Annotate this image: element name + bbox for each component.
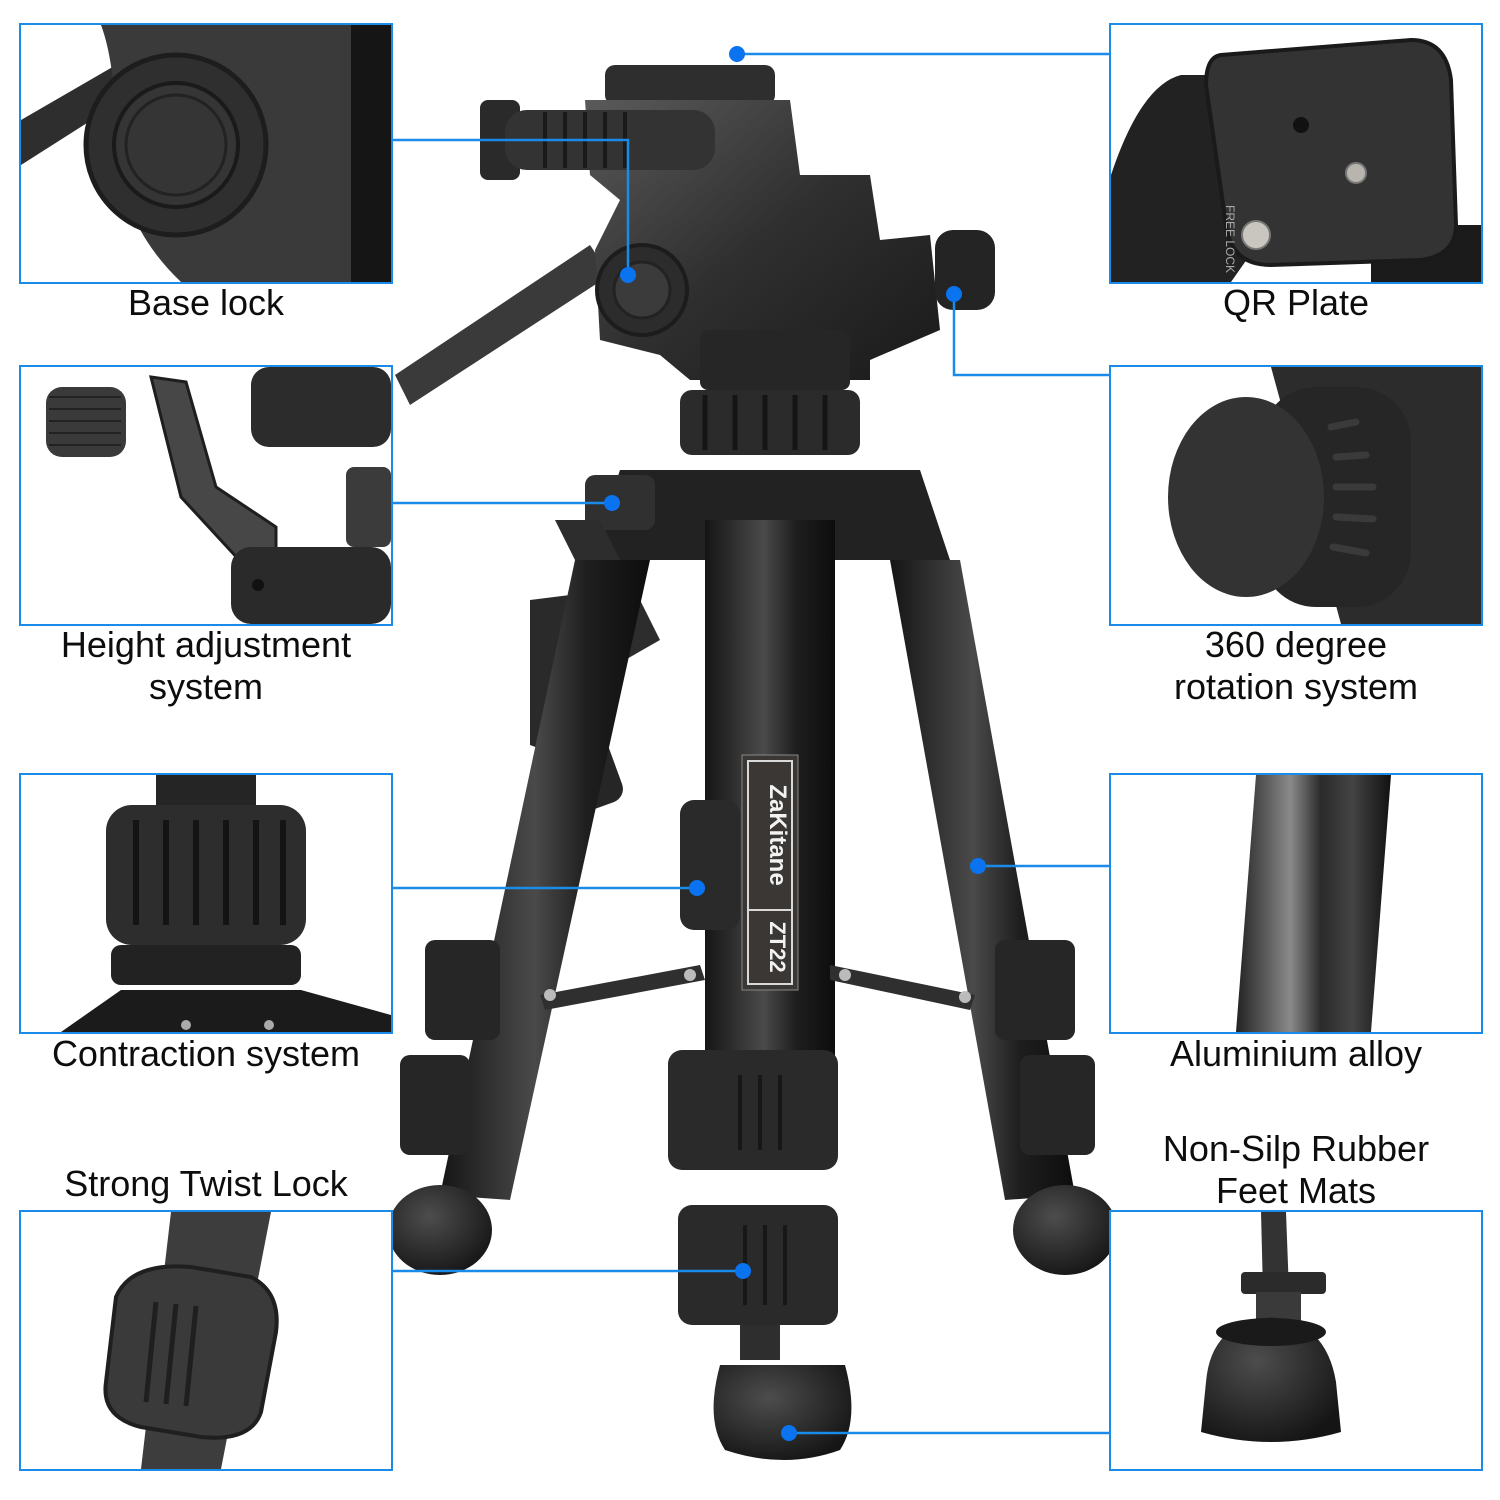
callout-contraction — [19, 773, 393, 1034]
callout-rotation — [1109, 365, 1483, 626]
label-rotation: 360 degree rotation system — [1173, 624, 1419, 707]
model-text: ZT22 — [765, 921, 790, 972]
label-height-adjustment: Height adjustment system — [60, 624, 352, 707]
base-lock-knob-icon — [21, 25, 391, 282]
marker-dot-height-adjustment — [604, 495, 620, 511]
callout-rubber-feet — [1109, 1210, 1483, 1471]
marker-dot-twist-lock — [735, 1263, 751, 1279]
marker-dot-qr-plate — [729, 46, 745, 62]
rubber-foot-icon — [1111, 1212, 1481, 1469]
leg-twist-lock-icon — [21, 1212, 391, 1469]
label-base-lock: Base lock — [127, 282, 285, 323]
center-column-collar-icon — [21, 775, 391, 1032]
callout-base-lock — [19, 23, 393, 284]
label-contraction: Contraction system — [51, 1033, 361, 1074]
marker-dot-rubber-feet — [781, 1425, 797, 1441]
pan-knob-icon — [1111, 367, 1481, 624]
crank-handle-icon — [21, 367, 391, 624]
label-qr-plate: QR Plate — [1222, 282, 1370, 323]
leader-rotation — [952, 294, 1109, 377]
aluminium-leg-icon — [1111, 775, 1481, 1032]
label-twist-lock: Strong Twist Lock — [64, 1163, 348, 1204]
leader-base-lock — [392, 138, 630, 275]
callout-height-adjustment — [19, 365, 393, 626]
quick-release-plate-icon: FREE LOCK — [1111, 25, 1481, 282]
callout-twist-lock — [19, 1210, 393, 1471]
marker-dot-rotation — [946, 286, 962, 302]
marker-dot-contraction — [689, 880, 705, 896]
marker-dot-aluminium — [970, 858, 986, 874]
callout-qr-plate: FREE LOCK — [1109, 23, 1483, 284]
brand-text: ZaKitane — [764, 784, 791, 885]
label-rubber-feet: Non-Silp Rubber Feet Mats — [1162, 1128, 1430, 1211]
label-aluminium: Aluminium alloy — [1169, 1033, 1423, 1074]
callout-aluminium — [1109, 773, 1483, 1034]
marker-dot-base-lock — [620, 267, 636, 283]
qr-plate-lock-text: FREE LOCK — [1223, 205, 1237, 273]
